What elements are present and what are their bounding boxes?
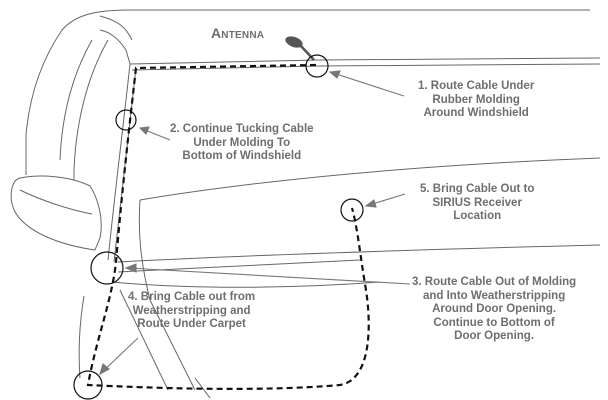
- step-1-line-3: Around Windshield: [423, 107, 529, 119]
- hood-line-2: [117, 244, 601, 263]
- body-lower-2: [138, 199, 196, 391]
- hood-line-4: [111, 281, 381, 288]
- antenna-label: Antenna: [211, 25, 265, 41]
- circle-step-2: [115, 109, 137, 131]
- callout-step-1: 1. Route Cable Under Rubber Molding Arou…: [418, 80, 534, 121]
- arrowhead-step-3: [124, 263, 137, 273]
- hood-line-3: [117, 259, 361, 273]
- step-4-line-1: 4. Bring Cable out from: [128, 291, 256, 303]
- callout-step-5: 5. Bring Cable Out to SIRIUS Receiver Lo…: [420, 183, 534, 224]
- side-mirror: [10, 175, 102, 251]
- leader-step-3: [127, 267, 411, 285]
- arrowhead-step-1: [328, 70, 341, 79]
- callout-step-4: 4. Bring Cable out from Weatherstripping…: [128, 291, 255, 332]
- roof-inner-line: [99, 15, 133, 41]
- step-1-line-2: Rubber Molding: [432, 93, 520, 106]
- antenna-icon: [285, 36, 315, 61]
- step-1-line-1: 1. Route Cable Under: [418, 80, 535, 92]
- windshield-pillar-2: [113, 67, 137, 263]
- step-3-line-3: Around Door Opening.: [432, 303, 557, 315]
- step-3-line-2: and Into Weatherstripping: [422, 289, 566, 302]
- a-pillar-frame: [59, 39, 93, 161]
- circle-step-5: [340, 198, 364, 222]
- leader-step-1: [329, 71, 405, 97]
- windshield-pillar: [107, 63, 131, 261]
- step-4-line-2: Weatherstripping and: [132, 304, 251, 317]
- step-3-line-4: Continue to Bottom of: [433, 316, 555, 329]
- cable-route: [86, 63, 370, 390]
- a-pillar-outer: [25, 29, 63, 175]
- step-4-line-3: Route Under Carpet: [137, 318, 246, 330]
- step-5-line-2: SIRIUS Receiver: [432, 196, 522, 209]
- body-lower: [119, 289, 169, 391]
- a-pillar-frame-inner: [73, 39, 109, 180]
- circle-step-4: [73, 370, 103, 400]
- step-3-line-5: Door Opening.: [454, 330, 535, 342]
- step-2-line-2: Under Molding To: [193, 136, 291, 149]
- hood-line-1: [139, 157, 601, 201]
- leader-lines: [99, 70, 411, 376]
- circle-step-3: [90, 251, 124, 285]
- step-5-line-1: 5. Bring Cable Out to: [420, 183, 535, 195]
- windshield-top-line: [129, 57, 601, 65]
- step-2-line-3: Bottom of Windshield: [182, 150, 302, 162]
- callout-step-2: 2. Continue Tucking Cable Under Molding …: [170, 123, 314, 164]
- side-mirror-inner: [19, 189, 93, 215]
- callout-circles: [73, 54, 364, 400]
- arrowhead-step-4: [99, 363, 110, 376]
- windshield-top-line-2: [131, 63, 601, 71]
- callout-step-3: 3. Route Cable Out of Molding and Into W…: [412, 276, 576, 344]
- step-2-line-1: 2. Continue Tucking Cable: [170, 123, 314, 135]
- arrowhead-step-2: [138, 126, 150, 135]
- circle-step-1: [305, 54, 329, 78]
- arrowhead-step-5: [364, 199, 377, 208]
- roof-line: [61, 9, 590, 31]
- a-pillar-frame-edge: [99, 29, 131, 65]
- door-edge: [78, 295, 85, 379]
- step-3-line-1: 3. Route Cable Out of Molding: [412, 276, 577, 288]
- car-outline: [10, 9, 601, 399]
- step-5-line-3: Location: [453, 210, 502, 222]
